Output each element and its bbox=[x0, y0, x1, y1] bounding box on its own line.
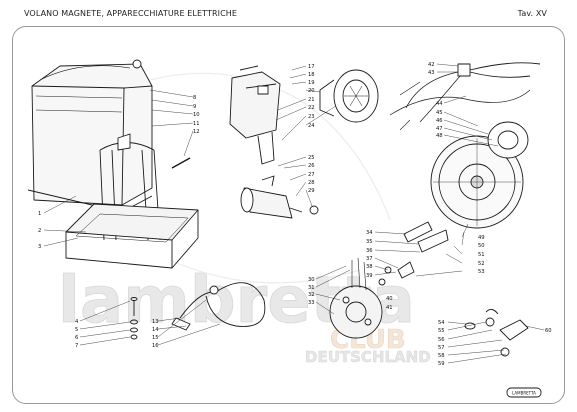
part-label: 29 bbox=[308, 188, 315, 194]
part-label: 7 bbox=[75, 343, 78, 349]
flywheel bbox=[389, 81, 531, 229]
part-label: 33 bbox=[308, 300, 315, 306]
battery bbox=[27, 59, 153, 213]
part-label: 28 bbox=[308, 180, 315, 186]
screws-set-left bbox=[130, 157, 191, 340]
part-label: 13 bbox=[152, 319, 159, 325]
part-label: 36 bbox=[366, 248, 373, 254]
part-label: 37 bbox=[366, 256, 373, 262]
part-label: 6 bbox=[75, 335, 78, 341]
part-label: 49 bbox=[478, 235, 485, 241]
part-label: 50 bbox=[478, 243, 485, 249]
part-label: 4 bbox=[75, 319, 79, 325]
screws-set-right bbox=[464, 309, 529, 357]
part-label: 40 bbox=[386, 296, 393, 302]
part-label: 14 bbox=[152, 327, 159, 333]
part-label: 12 bbox=[193, 129, 200, 135]
part-label: 54 bbox=[438, 320, 445, 326]
part-label: 9 bbox=[193, 104, 196, 110]
part-label: 35 bbox=[366, 239, 373, 245]
part-label: 58 bbox=[438, 353, 445, 359]
contact-breaker bbox=[378, 221, 449, 286]
part-label: 43 bbox=[428, 70, 435, 76]
part-label: 22 bbox=[308, 105, 315, 111]
part-label: 51 bbox=[478, 252, 485, 258]
part-label: 52 bbox=[478, 261, 485, 267]
plate-number: Tav. XV bbox=[517, 9, 547, 18]
diagram-frame bbox=[12, 26, 565, 404]
part-label: 23 bbox=[308, 114, 315, 120]
part-label: 34 bbox=[366, 230, 373, 236]
part-label: 20 bbox=[308, 88, 315, 94]
switch-cable bbox=[405, 62, 541, 123]
part-label: 41 bbox=[386, 305, 393, 311]
part-label: 10 bbox=[193, 112, 200, 118]
part-label: 25 bbox=[308, 155, 315, 161]
part-label: 2 bbox=[38, 228, 41, 234]
part-label: 17 bbox=[308, 64, 315, 70]
part-label: 55 bbox=[438, 328, 445, 334]
part-label: 16 bbox=[152, 343, 159, 349]
part-label: 45 bbox=[436, 110, 443, 116]
part-label: 60 bbox=[545, 328, 552, 334]
part-labels: 1 2 3 4 5 6 7 8 9 10 11 12 13 14 15 16 1… bbox=[38, 62, 552, 367]
part-label: 39 bbox=[366, 273, 373, 279]
part-label: 48 bbox=[436, 133, 443, 139]
part-label: 59 bbox=[438, 361, 445, 367]
part-label: 24 bbox=[308, 123, 315, 129]
part-label: 18 bbox=[308, 72, 315, 78]
ht-lead bbox=[171, 282, 266, 331]
part-label: 44 bbox=[436, 101, 443, 107]
part-label: 38 bbox=[366, 264, 373, 270]
part-label: 21 bbox=[308, 97, 315, 103]
part-label: 53 bbox=[478, 269, 485, 275]
part-label: 26 bbox=[308, 163, 315, 169]
part-label: 3 bbox=[38, 244, 41, 250]
logo-text: LAMBRETTA bbox=[512, 391, 536, 396]
voltage-regulator bbox=[229, 65, 281, 165]
page-title: VOLANO MAGNETE, APPARECCHIATURE ELETTRIC… bbox=[24, 9, 238, 18]
part-label: 11 bbox=[193, 121, 200, 127]
part-label: 42 bbox=[428, 62, 435, 68]
watermark-country: DEUTSCHLAND bbox=[305, 348, 431, 366]
battery-strap bbox=[99, 133, 161, 241]
leader-lines bbox=[43, 63, 545, 364]
part-label: 30 bbox=[308, 277, 315, 283]
part-label: 8 bbox=[193, 95, 196, 101]
part-label: 15 bbox=[152, 335, 159, 341]
part-label: 27 bbox=[308, 172, 315, 178]
part-label: 1 bbox=[38, 211, 41, 217]
part-label: 32 bbox=[308, 292, 315, 298]
ignition-coil bbox=[240, 175, 319, 219]
horn bbox=[319, 69, 379, 123]
part-label: 31 bbox=[308, 285, 315, 291]
part-label: 47 bbox=[436, 126, 443, 132]
lambretta-logo: LAMBRETTA bbox=[506, 387, 542, 398]
battery-tray bbox=[65, 203, 199, 269]
part-label: 56 bbox=[438, 337, 445, 343]
part-label: 46 bbox=[436, 118, 443, 124]
part-label: 57 bbox=[438, 345, 445, 351]
stator-plate bbox=[329, 257, 383, 339]
part-label: 5 bbox=[75, 327, 78, 333]
part-label: 19 bbox=[308, 80, 315, 86]
